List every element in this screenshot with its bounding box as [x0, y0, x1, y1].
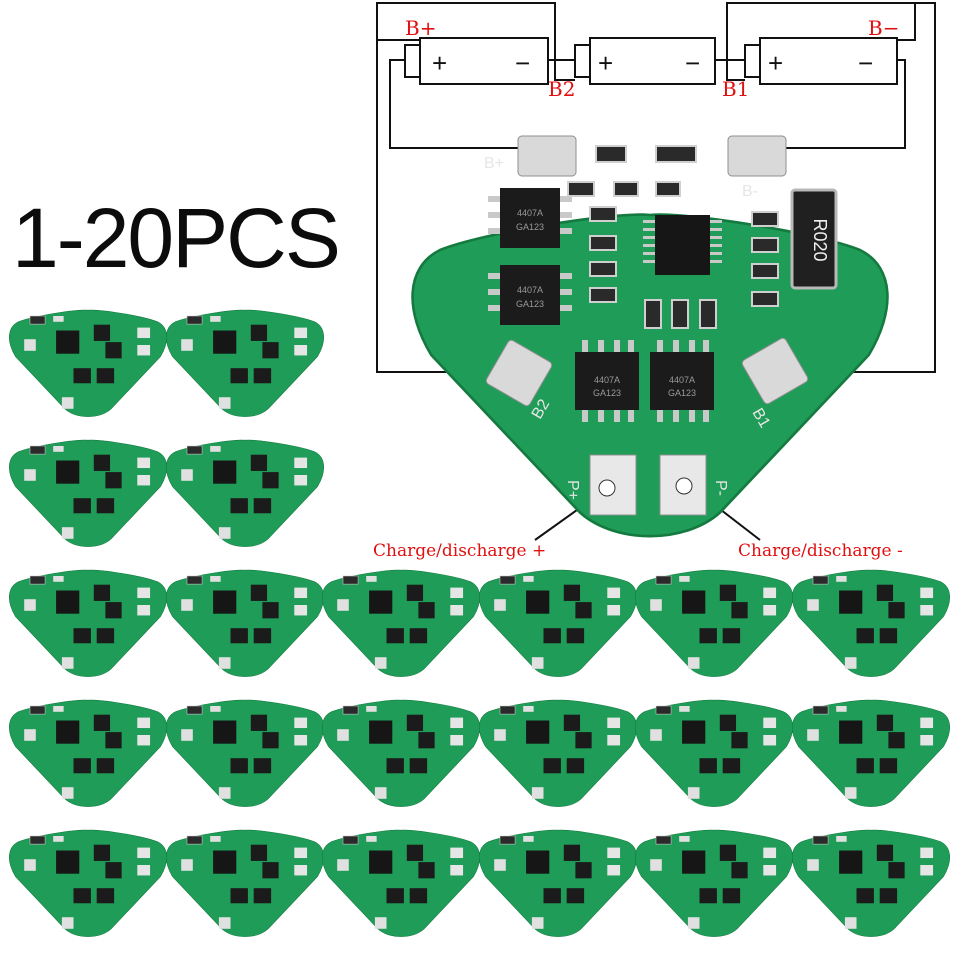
cell-minus-1: − — [515, 48, 530, 78]
silk-b-plus: B+ — [484, 155, 504, 172]
label-b1: B1 — [722, 77, 749, 101]
pcb-thumbnail — [166, 699, 324, 807]
pcb-thumbnail — [635, 829, 793, 937]
label-b2: B2 — [548, 77, 575, 101]
callout-charge-minus: Charge/discharge - — [738, 541, 903, 561]
mosfet-marking-2b: GA123 — [516, 299, 544, 309]
pcb-thumbnail — [479, 699, 637, 807]
shunt-resistor — [790, 188, 838, 290]
pcb-thumbnail — [322, 699, 480, 807]
pcb-thumbnail — [9, 439, 167, 547]
cell-plus-2: + — [598, 48, 613, 78]
pcb-thumbnail — [479, 829, 637, 937]
pad-b-minus — [727, 135, 787, 177]
pad-b1 — [741, 337, 809, 405]
controller-ic — [655, 215, 710, 275]
pcb-thumbnail — [9, 569, 167, 677]
pcb-thumbnail — [166, 829, 324, 937]
silk-p-minus: P- — [712, 480, 729, 496]
battery-cell-1: + − — [404, 37, 549, 85]
mosfet-marking-1b: GA123 — [516, 222, 544, 232]
pcb-thumbnail — [9, 829, 167, 937]
pcb-thumbnail — [166, 569, 324, 677]
mosfet-3 — [575, 352, 639, 410]
mosfet-marking-3a: 4407A — [594, 375, 620, 385]
mosfet-marking-4a: 4407A — [669, 375, 695, 385]
pcb-thumbnail — [9, 699, 167, 807]
silk-p-plus: P+ — [564, 480, 581, 500]
mosfet-4 — [650, 352, 714, 410]
label-b-minus: B− — [868, 16, 899, 40]
pcb-thumbnail — [166, 309, 324, 417]
mosfet-2 — [500, 265, 560, 325]
pcb-thumbnail — [635, 699, 793, 807]
callout-charge-plus: Charge/discharge + — [373, 541, 546, 561]
pad-b2 — [485, 339, 553, 407]
pcb-thumbnail — [479, 569, 637, 677]
thumbnail-grid — [9, 309, 950, 937]
battery-cell-2: + − — [574, 37, 716, 85]
cell-plus-1: + — [432, 48, 447, 78]
battery-cell-3: + − — [744, 37, 898, 85]
pcb-thumbnail — [792, 699, 950, 807]
pcb-thumbnail — [166, 439, 324, 547]
silk-b-minus: B- — [742, 183, 758, 200]
mosfet-marking-2a: 4407A — [517, 285, 543, 295]
pad-b-plus — [517, 135, 577, 177]
pcb-thumbnail — [9, 309, 167, 417]
mosfet-1 — [500, 188, 560, 248]
mosfet-marking-4b: GA123 — [668, 388, 696, 398]
pcb-thumbnail — [792, 829, 950, 937]
cell-plus-3: + — [768, 48, 783, 78]
label-b-plus: B+ — [405, 16, 436, 40]
quantity-title: 1-20PCS — [12, 191, 341, 285]
cell-minus-2: − — [685, 48, 700, 78]
pcb-thumbnail — [792, 569, 950, 677]
pcb-thumbnail — [322, 569, 480, 677]
pcb-thumbnail — [635, 569, 793, 677]
cell-minus-3: − — [858, 48, 873, 78]
resistor-marking: R020 — [810, 218, 830, 261]
pcb-components: 4407A GA123 4407A GA123 4407A GA123 4407… — [484, 135, 838, 516]
mosfet-marking-3b: GA123 — [593, 388, 621, 398]
pcb-thumbnail — [322, 829, 480, 937]
mosfet-marking-1a: 4407A — [517, 208, 543, 218]
